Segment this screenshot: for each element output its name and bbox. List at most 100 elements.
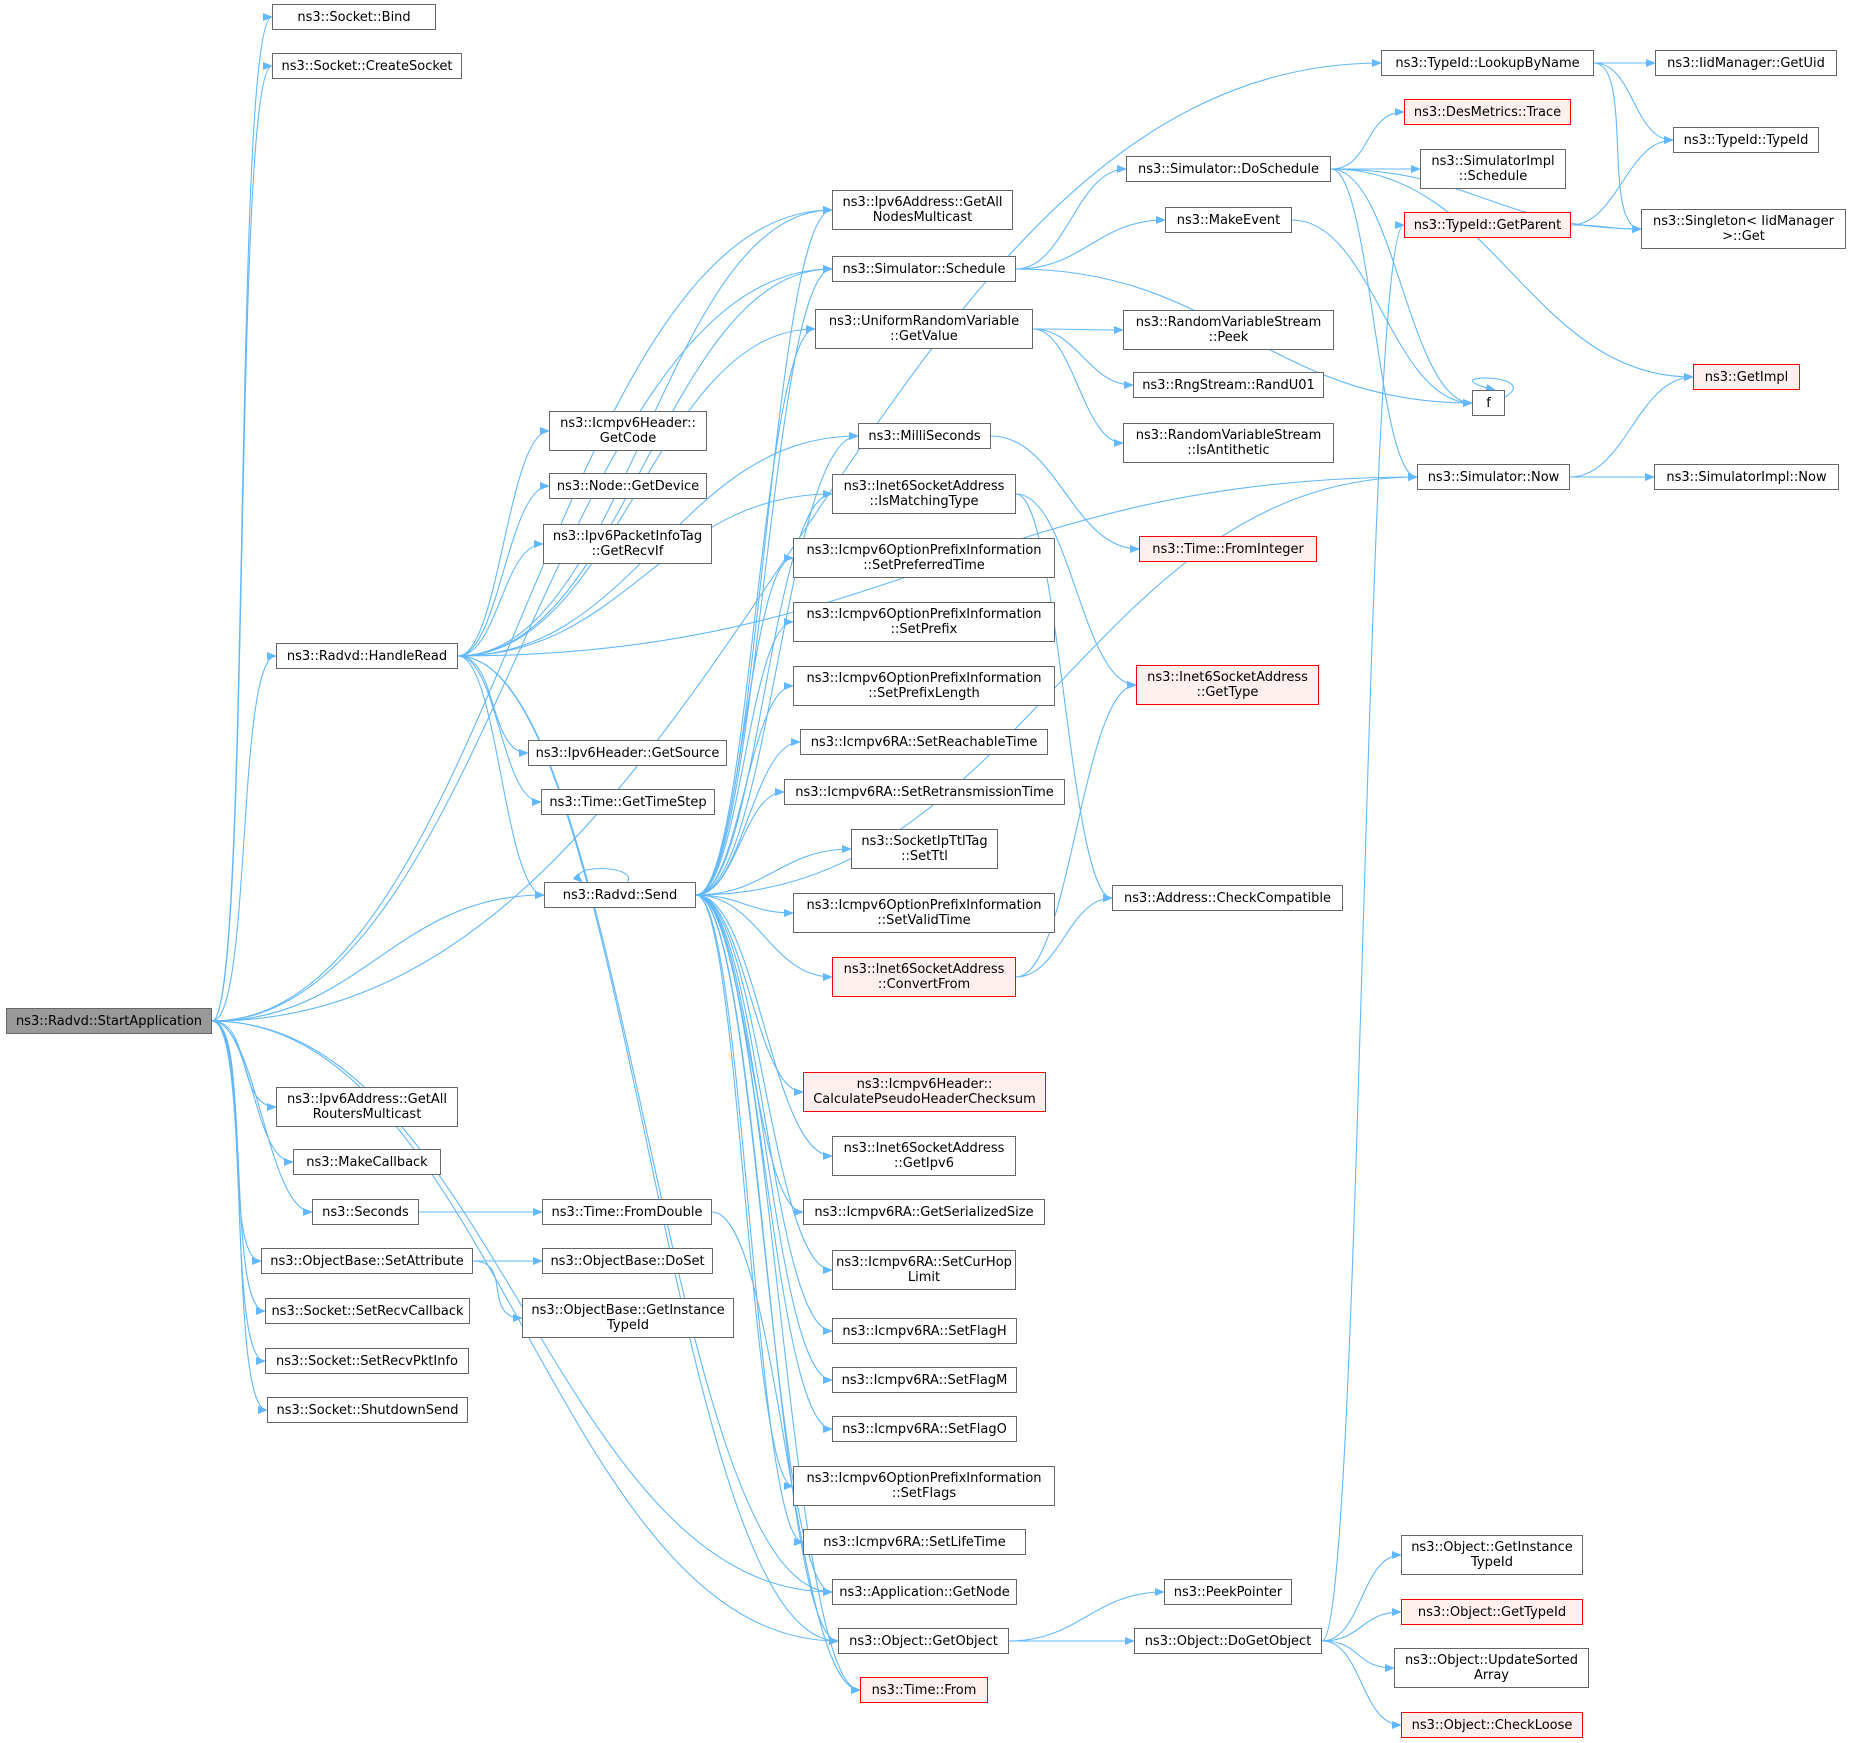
graph-node-label: ns3::Ipv6Header::GetSource bbox=[535, 745, 720, 761]
graph-node-label: ns3::Icmpv6RA::GetSerializedSize bbox=[814, 1204, 1034, 1220]
graph-node-setflagh[interactable]: ns3::Icmpv6RA::SetFlagH bbox=[832, 1318, 1017, 1344]
graph-node-bind[interactable]: ns3::Socket::Bind bbox=[272, 4, 436, 30]
graph-node-gettimestep[interactable]: ns3::Time::GetTimeStep bbox=[541, 789, 715, 815]
graph-node-label: ns3::Icmpv6RA::SetFlagO bbox=[842, 1421, 1007, 1437]
graph-node-getparent[interactable]: ns3::TypeId::GetParent bbox=[1404, 212, 1571, 238]
graph-node-shutdownsend[interactable]: ns3::Socket::ShutdownSend bbox=[267, 1397, 468, 1423]
graph-node-schedule[interactable]: ns3::Simulator::Schedule bbox=[832, 256, 1016, 282]
graph-node-label: ns3::Singleton< IidManager bbox=[1652, 214, 1834, 229]
graph-node-calcpseudo[interactable]: ns3::Icmpv6Header::CalculatePseudoHeader… bbox=[803, 1072, 1046, 1112]
graph-node-getimpl[interactable]: ns3::GetImpl bbox=[1693, 364, 1800, 390]
graph-node-setflags[interactable]: ns3::Icmpv6OptionPrefixInformation::SetF… bbox=[793, 1466, 1055, 1506]
graph-node-setretranstime[interactable]: ns3::Icmpv6RA::SetRetransmissionTime bbox=[784, 779, 1065, 805]
graph-node-nodegetdevice[interactable]: ns3::Node::GetDevice bbox=[549, 473, 707, 499]
graph-node-checkcompatible[interactable]: ns3::Address::CheckCompatible bbox=[1112, 885, 1343, 911]
graph-node-makeevent[interactable]: ns3::MakeEvent bbox=[1165, 207, 1292, 233]
graph-node-destrace[interactable]: ns3::DesMetrics::Trace bbox=[1404, 99, 1571, 125]
graph-node-label: ns3::Icmpv6RA::SetRetransmissionTime bbox=[795, 784, 1054, 800]
graph-node-getuid[interactable]: ns3::IidManager::GetUid bbox=[1655, 50, 1837, 76]
graph-node-setttl[interactable]: ns3::SocketIpTtlTag::SetTtl bbox=[851, 829, 998, 869]
call-edge-dogetobject-to-objgetinstancetypeid bbox=[1321, 1551, 1402, 1642]
graph-node-label: ns3::Icmpv6OptionPrefixInformation bbox=[806, 543, 1042, 558]
graph-node-setrecvcallback[interactable]: ns3::Socket::SetRecvCallback bbox=[265, 1298, 470, 1324]
graph-node-label: ::GetIpv6 bbox=[894, 1156, 954, 1171]
graph-node-lookupbyname[interactable]: ns3::TypeId::LookupByName bbox=[1381, 50, 1594, 76]
graph-node-setflago[interactable]: ns3::Icmpv6RA::SetFlagO bbox=[832, 1416, 1017, 1442]
graph-node-setprefix[interactable]: ns3::Icmpv6OptionPrefixInformation::SetP… bbox=[793, 602, 1055, 642]
graph-node-label: ns3::UniformRandomVariable bbox=[828, 314, 1020, 329]
graph-node-checkloose[interactable]: ns3::Object::CheckLoose bbox=[1401, 1712, 1583, 1738]
graph-node-simnow[interactable]: ns3::Simulator::Now bbox=[1417, 464, 1570, 490]
graph-node-gettype[interactable]: ns3::Inet6SocketAddress::GetType bbox=[1136, 665, 1319, 705]
graph-node-setlifetime[interactable]: ns3::Icmpv6RA::SetLifeTime bbox=[803, 1529, 1026, 1555]
graph-node-label: ::SetPrefixLength bbox=[868, 686, 980, 701]
graph-node-ismatchingtype[interactable]: ns3::Inet6SocketAddress::IsMatchingType bbox=[832, 474, 1016, 514]
graph-node-getipv6[interactable]: ns3::Inet6SocketAddress::GetIpv6 bbox=[832, 1136, 1016, 1176]
graph-node-label: ns3::Simulator::DoSchedule bbox=[1137, 161, 1320, 177]
call-edge-send-to-send bbox=[572, 867, 629, 883]
graph-node-send[interactable]: ns3::Radvd::Send bbox=[544, 882, 696, 908]
graph-node-peekpointer[interactable]: ns3::PeekPointer bbox=[1164, 1579, 1292, 1605]
graph-node-convertfrom[interactable]: ns3::Inet6SocketAddress::ConvertFrom bbox=[832, 957, 1016, 997]
graph-node-label: f bbox=[1486, 395, 1491, 411]
graph-node-label: ns3::Socket::SetRecvCallback bbox=[271, 1303, 464, 1319]
graph-node-frominteger[interactable]: ns3::Time::FromInteger bbox=[1139, 536, 1317, 562]
graph-node-setpreferredtime[interactable]: ns3::Icmpv6OptionPrefixInformation::SetP… bbox=[793, 538, 1055, 578]
graph-node-objgettypeid[interactable]: ns3::Object::GetTypeId bbox=[1401, 1599, 1583, 1625]
graph-node-label: ns3::Object::DoGetObject bbox=[1144, 1633, 1312, 1649]
call-edge-start-to-seconds bbox=[211, 1020, 313, 1216]
graph-node-label: ns3::Inet6SocketAddress bbox=[843, 962, 1005, 977]
graph-node-timefrom[interactable]: ns3::Time::From bbox=[860, 1677, 988, 1703]
call-edge-send-to-schedule bbox=[695, 265, 833, 896]
graph-node-typeidtypeid[interactable]: ns3::TypeId::TypeId bbox=[1673, 127, 1819, 153]
graph-node-handleread[interactable]: ns3::Radvd::HandleRead bbox=[276, 643, 458, 669]
graph-node-setrecvpktinfo[interactable]: ns3::Socket::SetRecvPktInfo bbox=[265, 1348, 469, 1374]
graph-node-label: ns3::DesMetrics::Trace bbox=[1413, 104, 1562, 120]
graph-node-doschedule[interactable]: ns3::Simulator::DoSchedule bbox=[1126, 156, 1331, 182]
graph-node-icmpgetcode[interactable]: ns3::Icmpv6Header::GetCode bbox=[549, 411, 707, 451]
graph-node-setreachabletime[interactable]: ns3::Icmpv6RA::SetReachableTime bbox=[800, 729, 1048, 755]
graph-node-seconds[interactable]: ns3::Seconds bbox=[312, 1199, 419, 1225]
graph-node-setvalidtime[interactable]: ns3::Icmpv6OptionPrefixInformation::SetV… bbox=[793, 893, 1055, 933]
graph-node-label: ns3::PeekPointer bbox=[1173, 1584, 1283, 1600]
graph-node-setflagm[interactable]: ns3::Icmpv6RA::SetFlagM bbox=[832, 1367, 1017, 1393]
graph-node-setprefixlength[interactable]: ns3::Icmpv6OptionPrefixInformation::SetP… bbox=[793, 666, 1055, 706]
call-edge-handleread-to-nodegetdevice bbox=[457, 482, 550, 657]
graph-node-objgetobject[interactable]: ns3::Object::GetObject bbox=[838, 1628, 1009, 1654]
graph-node-label: ::SetFlags bbox=[891, 1486, 957, 1501]
graph-node-setattribute[interactable]: ns3::ObjectBase::SetAttribute bbox=[261, 1248, 473, 1274]
graph-node-isantithetic[interactable]: ns3::RandomVariableStream::IsAntithetic bbox=[1123, 423, 1334, 463]
graph-node-label: ::ConvertFrom bbox=[877, 977, 971, 992]
graph-node-makecallback[interactable]: ns3::MakeCallback bbox=[293, 1149, 441, 1175]
graph-node-randu01[interactable]: ns3::RngStream::RandU01 bbox=[1133, 372, 1324, 398]
graph-node-simimplnow[interactable]: ns3::SimulatorImpl::Now bbox=[1654, 464, 1839, 490]
graph-node-milliseconds[interactable]: ns3::MilliSeconds bbox=[858, 423, 991, 449]
graph-node-fromdouble[interactable]: ns3::Time::FromDouble bbox=[542, 1199, 712, 1225]
graph-node-dogetobject[interactable]: ns3::Object::DoGetObject bbox=[1134, 1628, 1322, 1654]
graph-node-rvspeek[interactable]: ns3::RandomVariableStream::Peek bbox=[1123, 310, 1334, 350]
graph-node-label: ns3::Time::FromDouble bbox=[551, 1204, 703, 1220]
graph-node-getserializedsize[interactable]: ns3::Icmpv6RA::GetSerializedSize bbox=[803, 1199, 1045, 1225]
call-edge-send-to-setvalidtime bbox=[695, 894, 794, 917]
graph-node-simimplschedule[interactable]: ns3::SimulatorImpl::Schedule bbox=[1420, 149, 1566, 189]
graph-node-label: ns3::Inet6SocketAddress bbox=[843, 1141, 1005, 1156]
graph-node-label: ns3::Object::UpdateSorted bbox=[1404, 1653, 1579, 1668]
graph-node-f[interactable]: f bbox=[1472, 390, 1505, 416]
graph-node-label: ns3::Socket::Bind bbox=[297, 9, 411, 25]
graph-node-label: ns3::RngStream::RandU01 bbox=[1142, 377, 1315, 393]
graph-node-singletonget[interactable]: ns3::Singleton< IidManager>::Get bbox=[1641, 209, 1846, 249]
graph-node-getrecvif[interactable]: ns3::Ipv6PacketInfoTag::GetRecvIf bbox=[543, 524, 712, 564]
graph-node-label: ns3::Icmpv6Header:: bbox=[560, 416, 696, 431]
graph-node-doset[interactable]: ns3::ObjectBase::DoSet bbox=[542, 1248, 713, 1274]
graph-node-getsource[interactable]: ns3::Ipv6Header::GetSource bbox=[528, 740, 727, 766]
graph-node-urvgetvalue[interactable]: ns3::UniformRandomVariable::GetValue bbox=[815, 309, 1033, 349]
call-edge-send-to-setpreferredtime bbox=[695, 554, 794, 896]
graph-node-createsocket[interactable]: ns3::Socket::CreateSocket bbox=[272, 53, 462, 79]
graph-node-appgetnode[interactable]: ns3::Application::GetNode bbox=[832, 1579, 1017, 1605]
